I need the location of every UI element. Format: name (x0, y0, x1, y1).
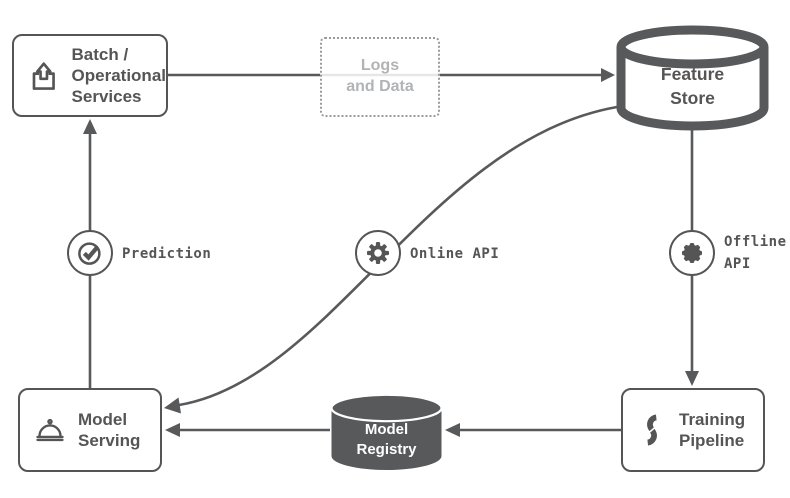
node-feature-store: Feature Store (615, 25, 770, 131)
edge-training-pipeline-to-model-registry (445, 423, 621, 437)
upload-icon (32, 61, 55, 90)
edge-model-registry-to-model-serving (165, 423, 330, 437)
node-label-logs: Logs and Data (346, 57, 414, 95)
database-cylinder-icon (616, 25, 769, 131)
node-model-serving: Model Serving (18, 388, 162, 472)
gear-icon (366, 242, 389, 264)
node-training-pipeline: Training Pipeline (621, 388, 765, 472)
offline-api-label: Offline API (724, 234, 787, 272)
online-api-label: Online API (410, 246, 500, 262)
prediction-label: Prediction (122, 246, 212, 262)
node-label-training-pipeline: Training Pipeline (679, 409, 746, 450)
gear-solid-icon (682, 243, 702, 263)
node-label-batch: Batch / Operational Services (71, 44, 166, 107)
cloche-icon (36, 418, 64, 442)
node-label-model-serving: Model Serving (78, 409, 141, 450)
offline-api-port (669, 230, 715, 276)
pipeline-icon (647, 414, 657, 446)
node-label-model-registry: Model Registry (356, 421, 417, 458)
node-model-registry: Model Registry (330, 393, 443, 472)
node-label-feature-store: Feature Store (660, 64, 725, 108)
node-logs-and-data: Logs and Data (320, 37, 440, 117)
database-cylinder-dark-icon (330, 393, 443, 470)
online-api-port (355, 230, 401, 276)
check-circle-icon (78, 242, 101, 265)
prediction-port (67, 230, 113, 276)
node-batch-operational-services: Batch / Operational Services (12, 34, 168, 117)
